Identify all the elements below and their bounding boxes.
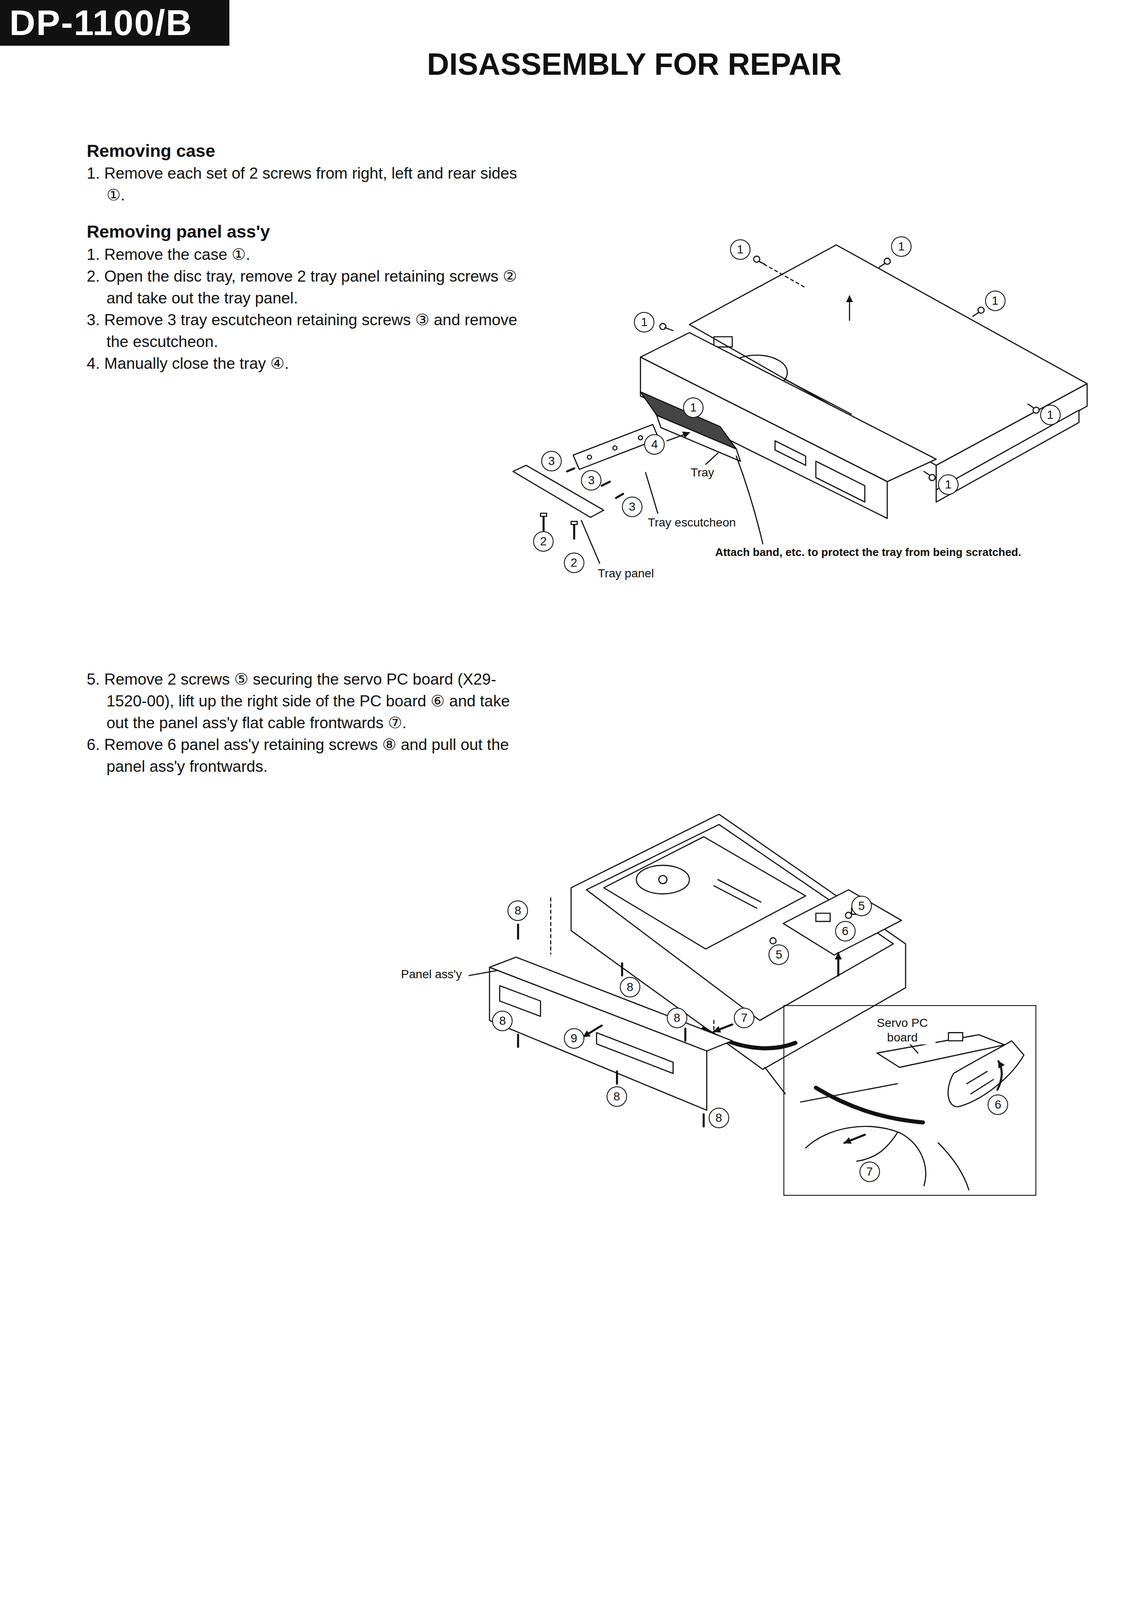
callout-number: 6: [835, 920, 856, 942]
screw: [845, 912, 852, 918]
screw: [665, 327, 674, 331]
leader-line: [736, 455, 763, 544]
callout-number: 5: [851, 895, 872, 916]
leader-line: [645, 472, 658, 514]
chassis-rim: [586, 824, 894, 1020]
screw: [1027, 404, 1034, 409]
hand: [805, 1126, 969, 1190]
screw: [923, 471, 930, 476]
callout-number: 9: [563, 1027, 585, 1049]
callout-number: 1: [730, 239, 751, 260]
case-removal-figure: [513, 244, 1088, 564]
callout-number: 8: [619, 976, 641, 998]
section-heading: Removing case: [86, 139, 536, 163]
screw-head: [540, 513, 547, 517]
part-name: Tray: [689, 465, 716, 480]
pull-arrow: [713, 1023, 733, 1032]
screw-head: [571, 521, 578, 525]
callout-number: 4: [644, 434, 665, 455]
mechanism-part: [713, 336, 733, 347]
panel-removal-figure: [469, 813, 1024, 1190]
pull-arrow: [583, 1025, 602, 1037]
part-name: Tray panel: [596, 566, 656, 581]
callout-number: 3: [621, 496, 643, 517]
display-window: [815, 460, 866, 502]
mechanism: [603, 836, 806, 949]
lift-arrow: [997, 1060, 1002, 1090]
leader-line: [469, 970, 498, 976]
model-number: DP-1100/B: [9, 2, 193, 44]
callout-number: 1: [985, 290, 1006, 311]
instruction-step: 6. Remove 6 panel ass'y retaining screws…: [86, 733, 536, 778]
instruction-step: 5. Remove 2 screws ⑤ securing the servo …: [86, 668, 536, 734]
callout-number: 7: [859, 1161, 880, 1182]
hand: [947, 1040, 1024, 1107]
callout-number: 6: [987, 1093, 1009, 1115]
callout-number: 2: [563, 552, 585, 573]
screw: [518, 923, 704, 1127]
caution-note: Attach band, etc. to protect the tray fr…: [713, 545, 1023, 559]
screw-hole: [587, 454, 592, 460]
part-name: Servo PC board: [868, 1015, 936, 1045]
instruction-step: 4. Manually close the tray ④.: [86, 352, 536, 375]
board-part: [815, 912, 830, 921]
instruction-step: 2. Open the disc tray, remove 2 tray pan…: [86, 265, 536, 309]
servo-board: [783, 889, 902, 955]
instruction-step: 1. Remove the case ①.: [86, 243, 536, 266]
finger: [966, 1070, 994, 1094]
callout-number: 1: [891, 236, 912, 257]
lift-arrow: [848, 295, 851, 320]
screw-hole: [612, 445, 618, 450]
instruction-column: Removing case1. Remove each set of 2 scr…: [86, 139, 536, 375]
display-window: [596, 1032, 674, 1074]
header-band: DP-1100/B: [0, 0, 230, 46]
leader-line: [581, 520, 600, 564]
display-window: [774, 440, 806, 466]
panel-assy: [489, 967, 707, 1110]
lift-arrow: [837, 952, 840, 976]
callout-number: 8: [507, 900, 528, 921]
part-name: Tray escutcheon: [646, 515, 738, 530]
callout-number: 1: [633, 311, 655, 333]
leader-line: [705, 452, 719, 464]
callout-number: 2: [533, 530, 554, 552]
chassis-side: [936, 410, 1080, 502]
leader-line: [909, 1043, 918, 1053]
flat-cable: [815, 1087, 924, 1122]
leader-line: [765, 1067, 786, 1094]
tray-panel: [513, 465, 604, 518]
callout-number: 8: [666, 1007, 688, 1028]
screw: [659, 323, 666, 330]
section-heading: Removing panel ass'y: [86, 220, 536, 244]
screw: [758, 261, 765, 264]
callout-number: 1: [938, 474, 959, 495]
pull-arrow: [844, 1134, 866, 1143]
callout-number: 8: [606, 1085, 628, 1107]
callout-number: 3: [541, 450, 562, 472]
screw: [879, 263, 886, 268]
pickup-rail: [713, 879, 761, 908]
front-panel: [640, 357, 888, 519]
instruction-column: 5. Remove 2 screws ⑤ securing the servo …: [86, 668, 536, 778]
case-side: [936, 383, 1088, 490]
callout-number: 3: [580, 469, 602, 491]
callout-number: 1: [1040, 404, 1061, 426]
part-name: Panel ass'y: [399, 966, 464, 982]
screw: [769, 937, 776, 944]
screw-hole: [638, 435, 643, 440]
page-title: DISASSEMBLY FOR REPAIR: [425, 45, 844, 83]
screw-path: [758, 261, 806, 288]
callout-number: 8: [708, 1107, 730, 1128]
instruction-step: 3. Remove 3 tray escutcheon retaining sc…: [86, 308, 536, 353]
instruction-step: 1. Remove each set of 2 screws from righ…: [86, 162, 536, 206]
disc: [636, 865, 690, 894]
screw: [973, 312, 980, 317]
board-part: [948, 1032, 963, 1041]
close-arrow: [666, 432, 690, 441]
spindle: [658, 875, 667, 884]
inset-box: Servo PC board 6 7: [783, 1004, 1037, 1196]
